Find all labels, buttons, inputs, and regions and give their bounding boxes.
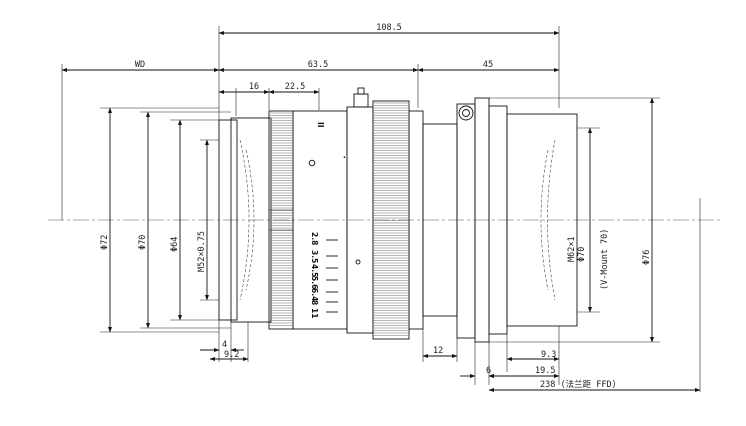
- aperture-ring: [372, 100, 410, 340]
- dim-mount-thread: M62×1: [567, 236, 577, 262]
- mount-group: [488, 105, 578, 335]
- dim-dia-64: Φ64: [170, 237, 180, 252]
- dim-rear-19-5: 19.5: [535, 366, 555, 376]
- aperture-scale: 2.8 3.5 4.5 5.6 6.4 8 11: [310, 232, 338, 318]
- front-lens-group: [218, 108, 272, 332]
- right-dimensions: Φ76 M62×1 Φ70 (V-Mount 70): [489, 97, 660, 343]
- aperture-8: 8: [310, 300, 319, 305]
- dim-mount-name: (V-Mount 70): [600, 229, 610, 290]
- dim-rear-12: 12: [433, 346, 443, 356]
- focus-ring: [268, 110, 294, 330]
- aperture-11: 11: [310, 308, 319, 318]
- left-dimensions: Φ72 Φ70 Φ64 M52×0.75: [100, 107, 231, 333]
- aperture-2-8: 2.8: [310, 232, 319, 245]
- dim-ffd: 238 (法兰距 FFD): [540, 379, 617, 390]
- index-mark: ·: [343, 153, 346, 162]
- dim-front-9-2: 9.2: [224, 350, 239, 360]
- dim-front-4: 4: [222, 340, 227, 350]
- dim-rear-9-3: 9.3: [541, 350, 556, 360]
- dim-22-5: 22.5: [285, 82, 305, 92]
- aperture-3-5: 3.5: [310, 250, 319, 263]
- dim-body-length: 63.5: [308, 60, 328, 70]
- barrel-mark: II: [316, 122, 325, 128]
- dim-rear-6: 6: [486, 366, 491, 376]
- dim-rear-length: 45: [483, 60, 493, 70]
- bottom-dimensions: 4 9.2 12 9.3 6 19.5 238 (法兰距 FFD): [200, 198, 701, 392]
- dim-wd: WD: [135, 60, 145, 70]
- dim-thread-front: M52×0.75: [197, 231, 207, 272]
- aperture-5-6: 5.6: [310, 276, 319, 289]
- dim-dia-72: Φ72: [100, 235, 110, 250]
- aperture-6-4: 6.4: [310, 288, 319, 301]
- dim-mount-dia: Φ70: [577, 247, 587, 262]
- dim-dia-70: Φ70: [138, 235, 148, 250]
- dim-total-length: 108.5: [376, 23, 402, 33]
- aperture-4-5: 4.5: [310, 264, 319, 277]
- dim-16: 16: [249, 82, 259, 92]
- dim-dia-76: Φ76: [642, 250, 652, 265]
- top-dimensions: 108.5 WD 63.5 45 16 22.5: [61, 23, 560, 220]
- main-barrel: II ·: [292, 87, 374, 334]
